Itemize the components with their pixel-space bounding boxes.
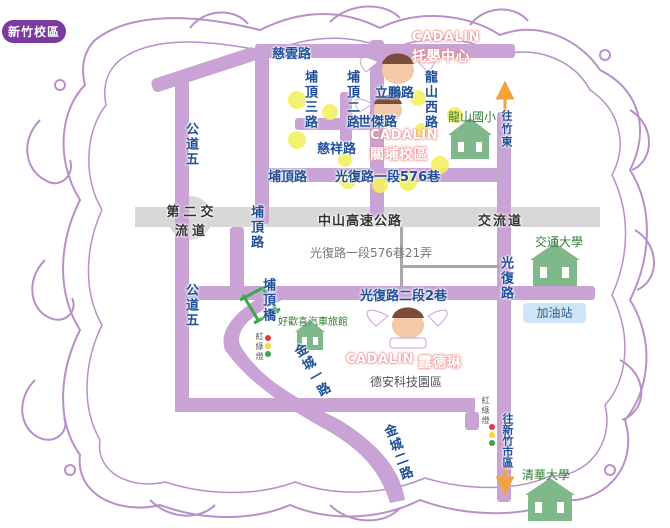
tuoying-brand-label: CADALIN xyxy=(412,30,480,45)
lane-576-21 xyxy=(400,227,500,287)
landmark-gas-station: 加油站 xyxy=(523,303,586,323)
road-label-zhongshan-highway: 中山高速公路 xyxy=(318,214,403,229)
road-label-puding-road-vertical: 埔頂路 xyxy=(248,205,263,250)
road-label-longshan-west: 龍山西路 xyxy=(422,70,437,130)
road-label-interchange: 交流道 xyxy=(478,214,524,229)
direction-to-zhudong: 往竹東 xyxy=(500,110,513,149)
landmark-tsing-hua: 清華大學 xyxy=(522,468,571,482)
chiao-tung-school-icon xyxy=(530,243,580,286)
longshan-school-icon xyxy=(448,118,492,159)
traffic-light-icon-left xyxy=(265,335,271,357)
direction-arrows xyxy=(495,80,515,496)
road-label-puding3: 埔頂三路 xyxy=(302,70,317,130)
road-label-gongdao5-bottom: 公道五 xyxy=(183,283,198,328)
campus-badge: 新竹校區 xyxy=(2,20,67,43)
road-label-ciyun: 慈雲路 xyxy=(272,47,312,62)
road-label-guangfu-576: 光復路一段576巷 xyxy=(335,170,441,185)
guanpu-brand-label: CADALIN xyxy=(370,128,438,143)
road-label-liping: 立鵬路 xyxy=(375,86,415,101)
road-label-guangfu-vertical: 光復路 xyxy=(498,256,513,301)
traffic-light-label-right: 紅綠燈 xyxy=(481,396,490,426)
landmark-dean-park: 德安科技園區 xyxy=(370,375,443,389)
road-label-shijie: 世傑路 xyxy=(358,115,398,130)
yellow-markers xyxy=(288,90,463,193)
road-label-cixiang: 慈祥路 xyxy=(317,142,357,157)
guanpu-name-label: 關埔校區 xyxy=(370,147,428,163)
road-label-puding-road: 埔頂路 xyxy=(268,170,308,185)
road-network xyxy=(151,40,595,503)
lurdes-name-label: 露德琳 xyxy=(418,355,462,371)
decorative-frame xyxy=(21,5,655,522)
road-label-puding-bridge: 埔頂橋 xyxy=(260,278,275,323)
angel-mascot-icon-middle xyxy=(354,95,402,122)
landmark-hotel: 好歡喜汽車旅館 xyxy=(278,317,348,328)
bridge-icon xyxy=(239,284,281,325)
road-label-guangfu-sec2: 光復路二段2巷 xyxy=(360,289,448,304)
tuoying-name-label: 托嬰中心 xyxy=(412,49,470,65)
angel-mascot-icon-bottom xyxy=(366,307,448,349)
traffic-light-icon-right xyxy=(489,424,495,446)
lurdes-brand-label: CADALIN xyxy=(346,352,414,367)
tsing-hua-school-icon xyxy=(525,478,575,521)
landmark-longshan-school: 龍山國小 xyxy=(448,110,497,124)
landmark-chiao-tung: 交通大學 xyxy=(535,235,584,249)
road-label-puding2: 埔頂二路 xyxy=(344,70,359,130)
road-label-second-interchange: 第二交流道 xyxy=(166,205,218,239)
road-label-guangfu-576-21: 光復路一段576巷21弄 xyxy=(310,246,433,260)
road-label-gongdao5-top: 公道五 xyxy=(183,122,198,167)
hotel-icon xyxy=(295,320,325,350)
direction-to-hsinchu: 往新竹市區 xyxy=(501,413,514,468)
angel-mascot-icon-top xyxy=(359,53,436,84)
traffic-light-label-left: 紅綠燈 xyxy=(255,332,264,362)
